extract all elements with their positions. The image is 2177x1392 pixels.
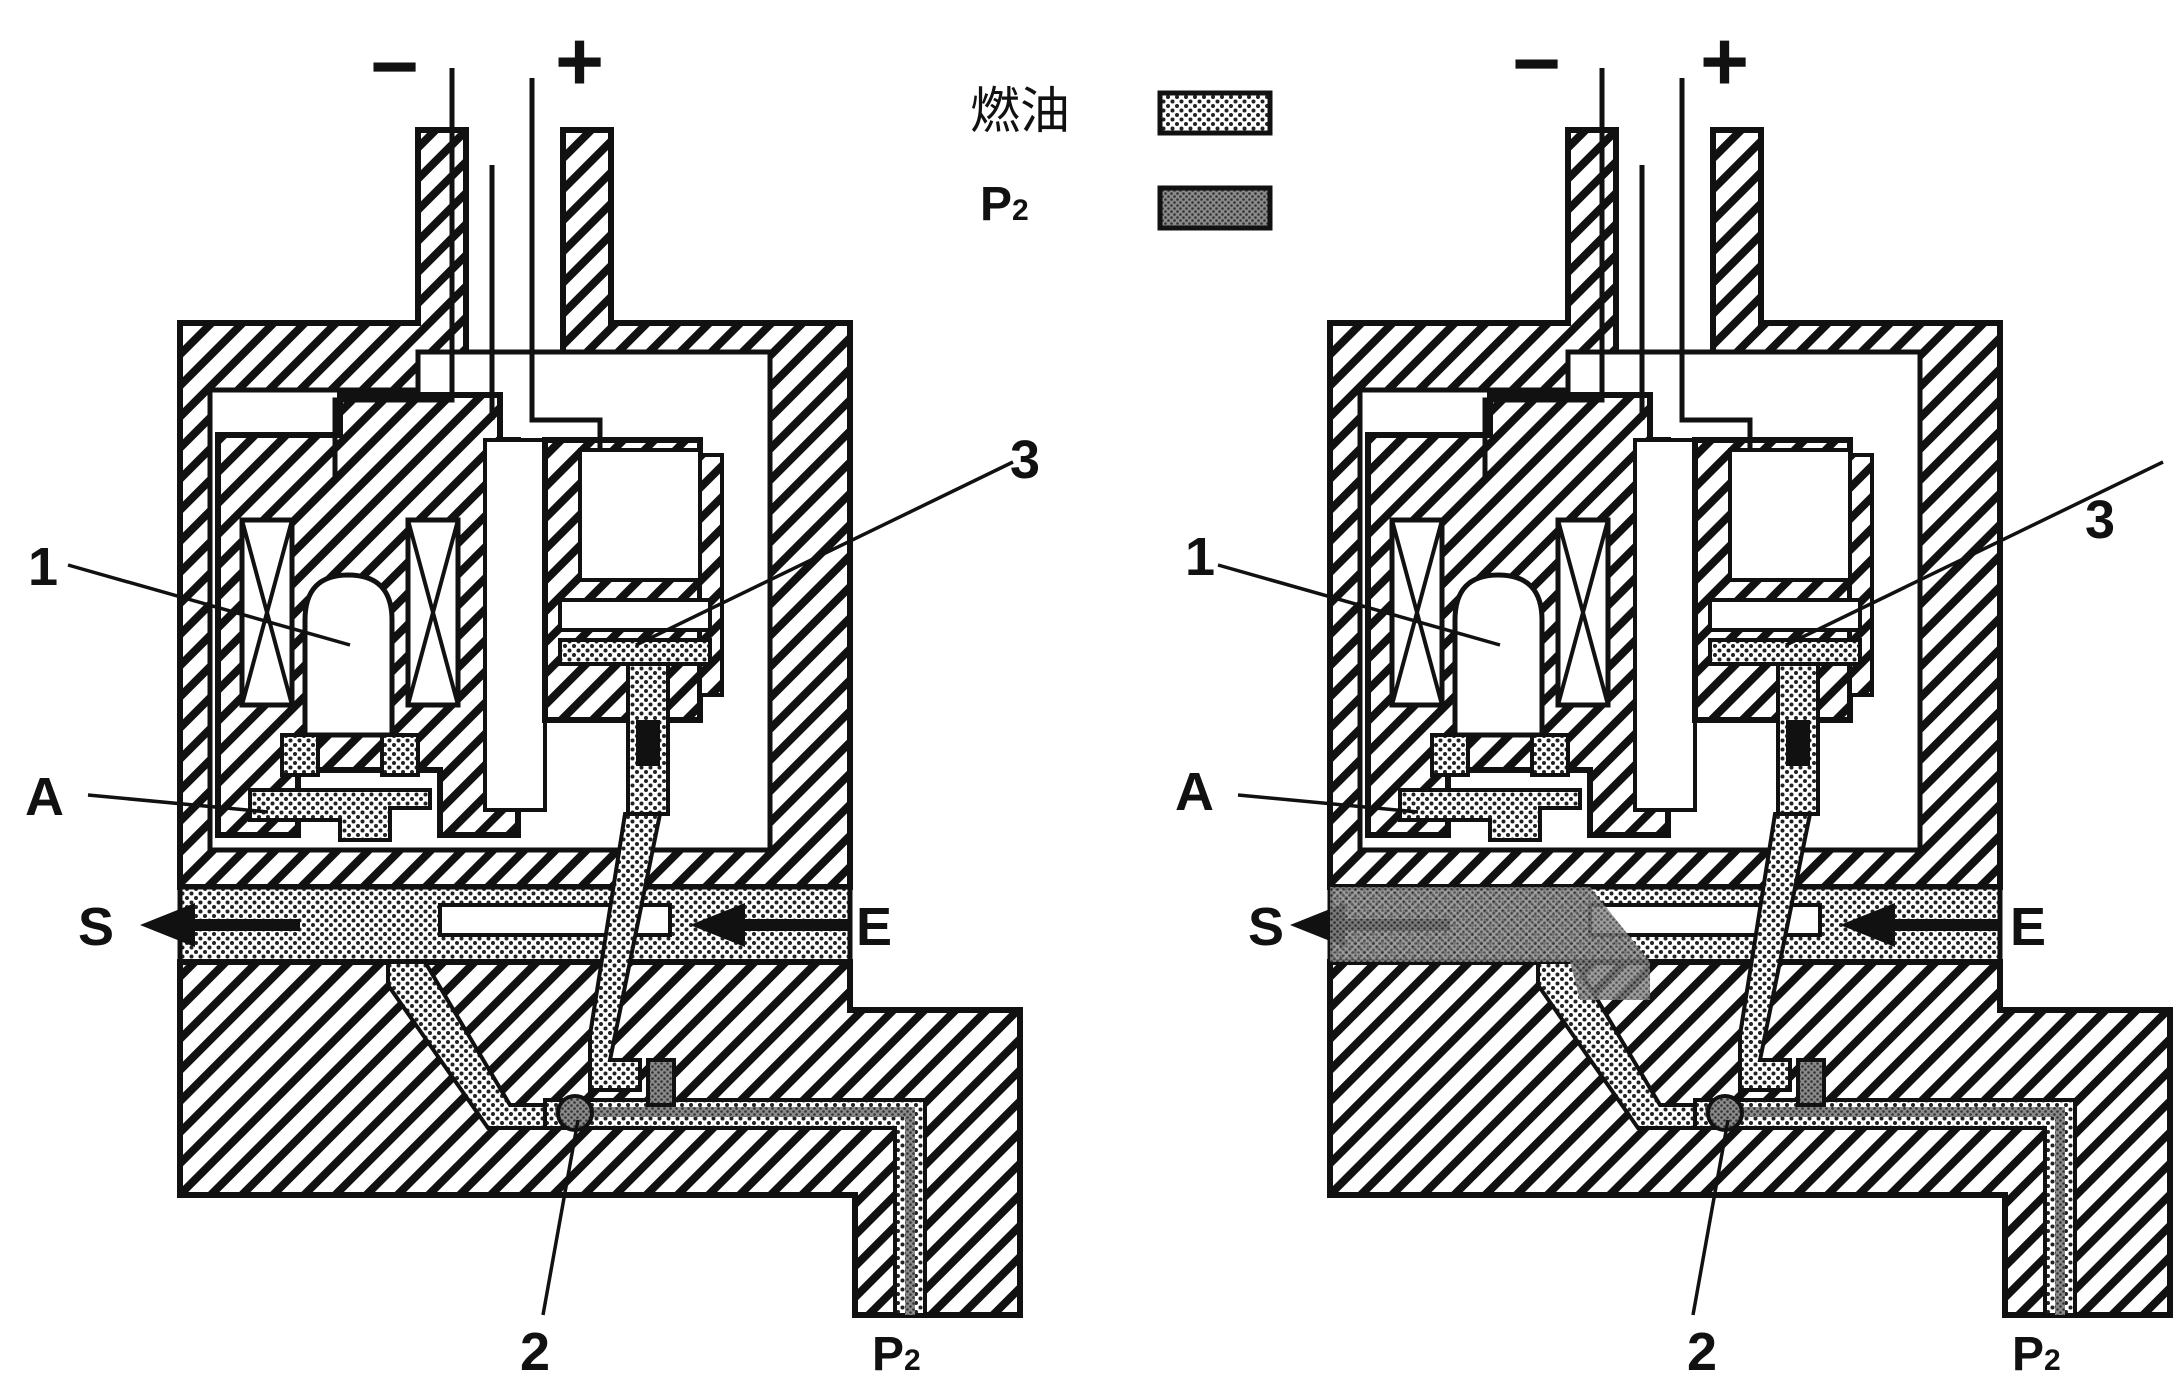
left-plus-label: + (555, 14, 604, 108)
valve-right (1218, 68, 2170, 1315)
right-label-e: E (2010, 897, 2046, 957)
legend-p2-swatch (1157, 185, 1273, 231)
right-label-2: 2 (1687, 1322, 1717, 1382)
right-plus-label: + (1700, 14, 1749, 108)
legend-fuel-label: 燃油 (970, 82, 1070, 140)
left-label-1: 1 (28, 537, 58, 597)
left-minus-label: − (370, 19, 419, 113)
valve-left (68, 68, 1020, 1315)
right-label-3: 3 (2085, 490, 2115, 550)
right-label-p2: P2 (2012, 1328, 2061, 1381)
legend-fuel-swatch (1157, 90, 1273, 136)
left-label-2: 2 (520, 1322, 550, 1382)
left-label-e: E (856, 897, 892, 957)
left-label-p2: P2 (872, 1328, 921, 1381)
right-label-s: S (1248, 897, 1284, 957)
right-label-1: 1 (1185, 527, 1215, 587)
right-minus-label: − (1512, 16, 1561, 110)
right-label-a: A (1175, 762, 1214, 822)
left-label-3: 3 (1010, 430, 1040, 490)
left-label-s: S (78, 897, 114, 957)
left-label-a: A (25, 767, 64, 827)
legend-p2-label: P2 (980, 178, 1029, 231)
